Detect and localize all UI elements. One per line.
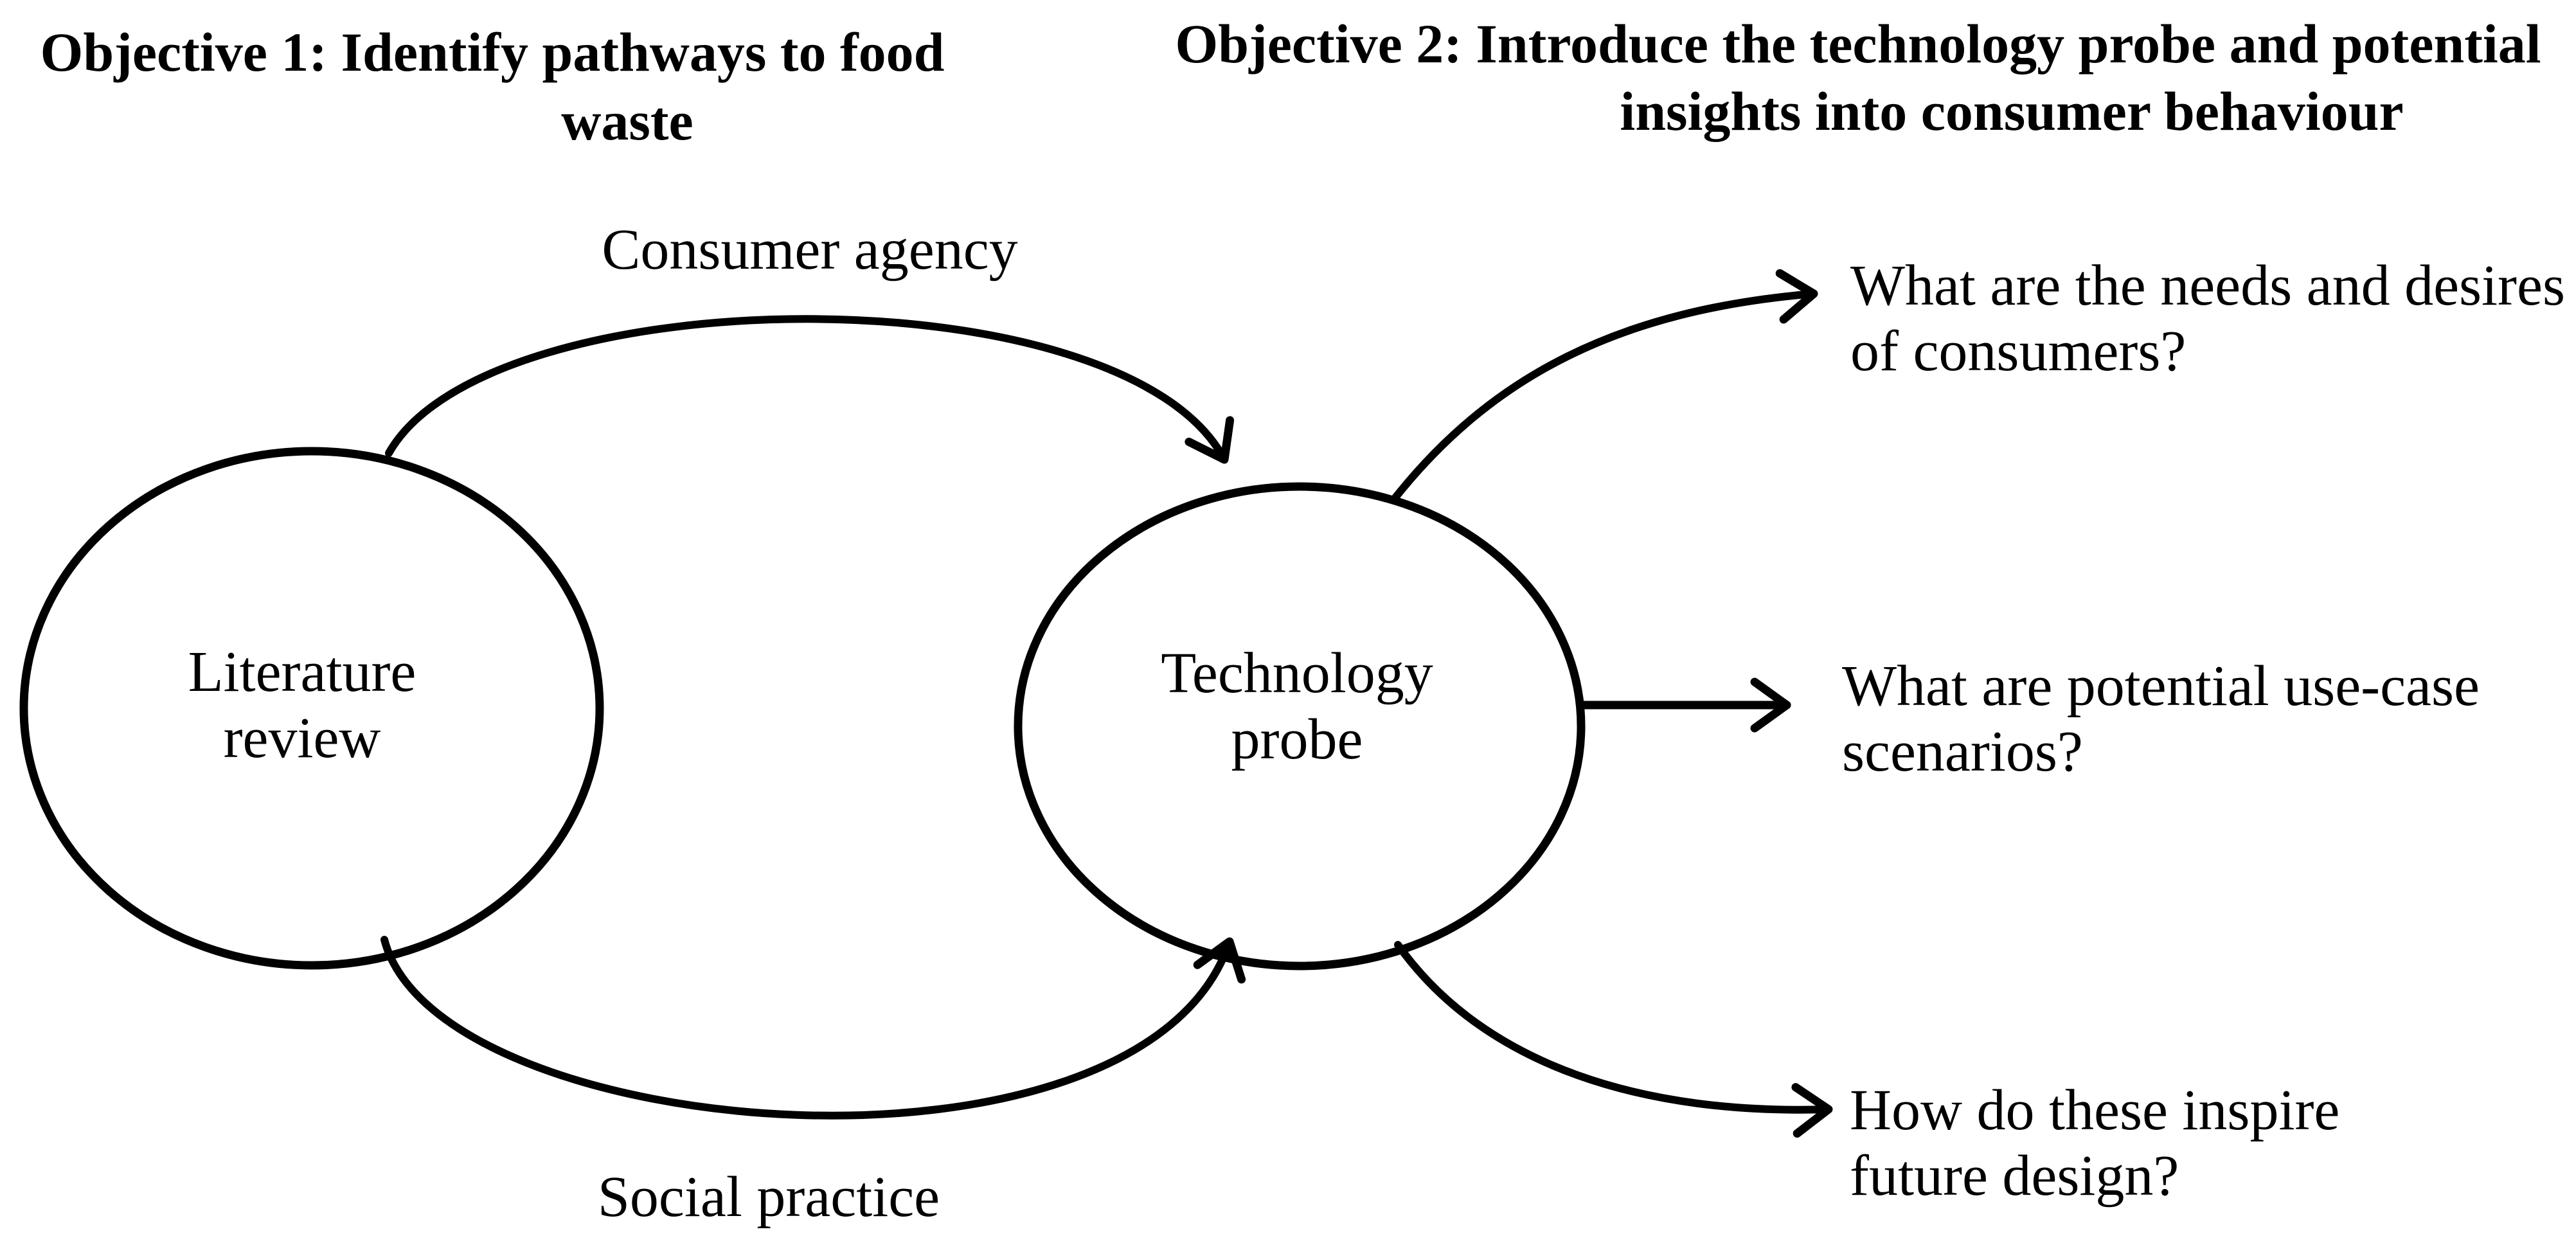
technology-probe-label-line2: probe xyxy=(1231,708,1363,771)
question-3-line1: How do these inspire xyxy=(1850,1078,2340,1142)
question-2: What are potential use-case scenarios? xyxy=(1842,654,2480,785)
question-3: How do these inspire future design? xyxy=(1850,1078,2339,1209)
question-1-line2: of consumers? xyxy=(1850,319,2187,383)
question-1: What are the needs and desires of consum… xyxy=(1850,253,2565,384)
technology-probe-label-line1: Technology xyxy=(1161,641,1433,705)
consumer-agency-arrow xyxy=(385,315,1234,464)
social-practice-arrow xyxy=(380,936,1246,1120)
consumer-agency-label: Consumer agency xyxy=(602,218,1018,282)
question-2-line2: scenarios? xyxy=(1842,720,2083,783)
literature-review-node: Literature review xyxy=(188,639,416,771)
objective1-heading-line1: Objective 1: Identify pathways to food xyxy=(40,21,945,83)
social-practice-label: Social practice xyxy=(597,1165,940,1229)
literature-review-label-line1: Literature xyxy=(188,640,416,704)
technology-probe-node: Technology probe xyxy=(1161,640,1433,773)
question-1-arrow xyxy=(1390,269,1818,504)
literature-review-label-line2: review xyxy=(223,706,381,770)
literature-review-ellipse xyxy=(19,447,604,970)
question-3-arrow xyxy=(1394,941,1833,1138)
objective1-heading-line2: waste xyxy=(561,90,693,152)
question-1-line1: What are the needs and desires xyxy=(1850,254,2565,317)
question-2-line1: What are potential use-case xyxy=(1842,654,2480,718)
objective2-heading-line2: insights into consumer behaviour xyxy=(1620,80,2404,142)
objective2-heading-line1: Objective 2: Introduce the technology pr… xyxy=(1175,13,2541,75)
technology-probe-ellipse xyxy=(1014,482,1586,970)
question-3-line2: future design? xyxy=(1850,1144,2179,1208)
